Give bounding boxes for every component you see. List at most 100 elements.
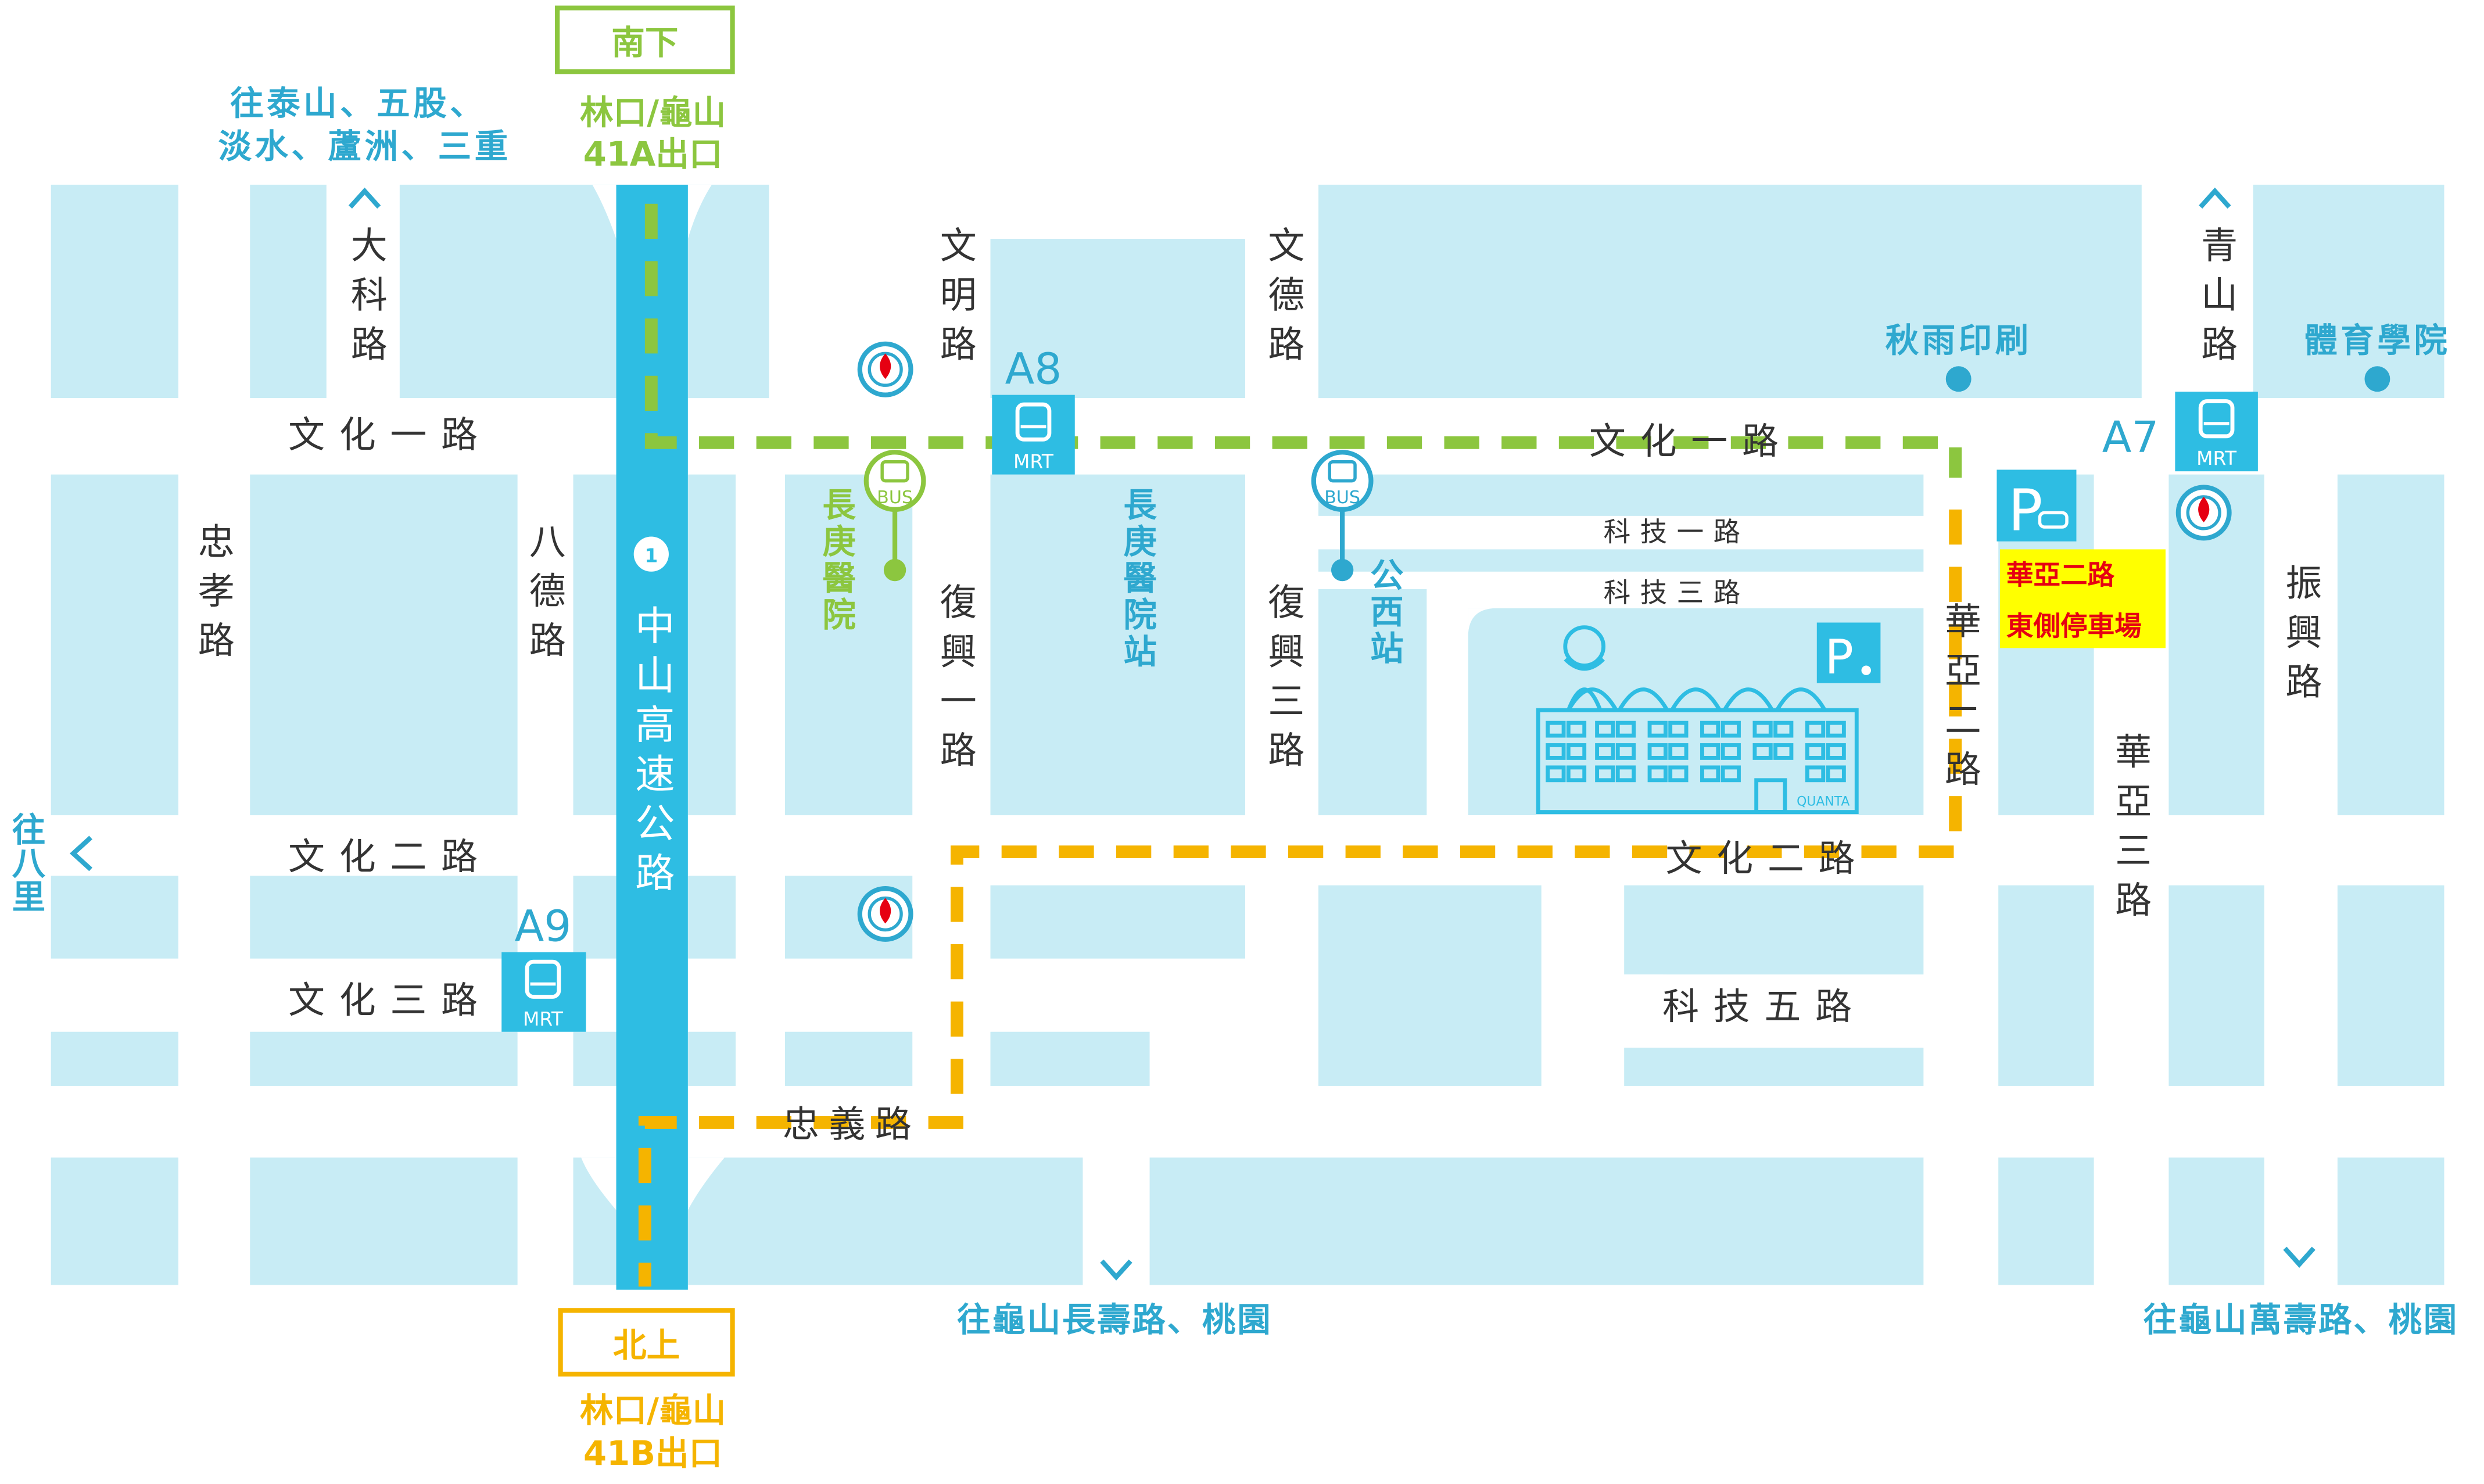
landmarks: 長庚醫院站 秋雨印刷 體育學院 xyxy=(1117,321,2450,671)
bus-stop-changgung: BUS 長庚醫院 xyxy=(816,450,926,634)
highway-name: 中山高速公路 xyxy=(628,605,675,901)
southbound-sign: 南下 林口/龜山 41A出口 xyxy=(555,5,735,174)
block xyxy=(51,184,178,399)
southbound-label: 南下 xyxy=(611,23,678,62)
direction-west: 往八里 xyxy=(6,812,45,912)
train-icon xyxy=(2198,399,2235,439)
emblem-icons xyxy=(857,341,2232,942)
parking-symbol: P xyxy=(1825,630,1854,685)
block xyxy=(2168,1157,2264,1285)
city-blocks xyxy=(51,184,2444,1285)
scooter-icon xyxy=(1861,665,1871,675)
mrt-station-a9: A9 MRT xyxy=(501,902,586,1032)
block xyxy=(1149,1157,1924,1285)
block xyxy=(51,474,178,816)
road-huaya2: 華亞二路 xyxy=(1939,602,1981,800)
bus-label: BUS xyxy=(877,488,913,508)
block xyxy=(1998,885,2094,1086)
road-zhongxiao: 忠孝路 xyxy=(192,522,235,671)
road-zhongyi: 忠義路 xyxy=(783,1103,921,1146)
direction-arrows xyxy=(69,187,2315,1281)
parking-huaya: P 華亞二路 東側停車場 xyxy=(1996,469,2166,648)
northbound-exit-line1: 林口/龜山 xyxy=(580,1391,726,1430)
block xyxy=(250,1157,518,1285)
block xyxy=(687,876,736,959)
windows xyxy=(1546,721,1846,783)
southbound-exit-line2: 41A出口 xyxy=(583,135,723,174)
block xyxy=(785,474,913,816)
landmark-sports-college: 體育學院 xyxy=(2304,321,2450,360)
block xyxy=(990,239,1245,399)
block xyxy=(1624,1048,1924,1086)
block xyxy=(250,474,518,816)
block xyxy=(573,1031,616,1086)
emblem-icon xyxy=(857,341,913,397)
mrt-label: MRT xyxy=(523,1008,564,1030)
road-zhenxing: 振興路 xyxy=(2279,564,2322,712)
block xyxy=(1318,184,2142,399)
emblem-icon xyxy=(2175,485,2232,541)
block xyxy=(2337,474,2444,816)
road-wenhua1-right: 文化一路 xyxy=(1589,420,1793,463)
block xyxy=(1318,589,1427,816)
road-wenhua3: 文化三路 xyxy=(288,979,492,1021)
quanta-building xyxy=(1536,625,1859,815)
road-huaya3: 華亞三路 xyxy=(2109,733,2152,930)
block xyxy=(1318,549,1924,572)
road-keji1: 科技一路 xyxy=(1604,517,1750,548)
block xyxy=(990,885,1245,959)
road-qingshan: 青山路 xyxy=(2195,226,2238,374)
landmark-changgung-station: 長庚醫院站 xyxy=(1117,488,1157,671)
mrt-station-code: A9 xyxy=(515,902,572,952)
parking-huaya-line1: 華亞二路 xyxy=(2006,560,2115,591)
northbound-label: 北上 xyxy=(613,1326,680,1365)
block xyxy=(687,1157,1083,1285)
chevron-down-icon xyxy=(1100,1259,1132,1281)
emblem-icon xyxy=(857,886,913,942)
direction-north-line1: 往泰山、五股、 xyxy=(230,84,486,123)
block xyxy=(51,1031,178,1086)
chevron-down-icon xyxy=(2283,1246,2315,1268)
bus-stop-name: 長庚醫院 xyxy=(816,488,856,634)
road-wenhua2-right: 文化二路 xyxy=(1665,837,1869,880)
block xyxy=(990,474,1245,816)
southbound-exit-line1: 林口/龜山 xyxy=(580,94,726,132)
block xyxy=(399,184,616,399)
train-icon xyxy=(1015,402,1052,442)
bus-label: BUS xyxy=(1324,488,1360,508)
landmark-dot xyxy=(2364,366,2390,392)
mrt-station-code: A7 xyxy=(2102,413,2159,463)
chevron-left-icon xyxy=(69,836,92,872)
building-door xyxy=(1754,778,1787,815)
block xyxy=(990,1031,1150,1086)
direction-labels: 往泰山、五股、 淡水、蘆洲、三重 往八里 往龜山長壽路、桃園 往龜山萬壽路、桃園 xyxy=(6,84,2457,1339)
direction-north-line2: 淡水、蘆洲、三重 xyxy=(218,127,511,166)
block xyxy=(250,1031,518,1086)
road-curves xyxy=(581,184,1669,1210)
block xyxy=(687,474,736,816)
road-fuxing3: 復興三路 xyxy=(1262,583,1304,780)
road-wenhua1-left: 文化一路 xyxy=(288,414,492,456)
road-wenming: 文明路 xyxy=(934,226,977,374)
road-keji3: 科技三路 xyxy=(1604,577,1750,608)
highway-road xyxy=(616,184,688,1290)
road-labels-vertical: 大科路 忠孝路 八德路 文明路 文德路 復興一路 復興三路 華亞二路 華亞三路 … xyxy=(192,226,2322,930)
quanta-logo-text: QUANTA xyxy=(1797,795,1849,809)
block xyxy=(573,876,616,959)
block xyxy=(1998,1157,2094,1285)
bus-stop-gongxi: BUS 公西站 xyxy=(1311,450,1403,667)
block xyxy=(1624,885,1924,975)
parking-highlight xyxy=(1999,549,2166,648)
road-keji5: 科技五路 xyxy=(1662,985,1866,1028)
block xyxy=(2337,1157,2444,1285)
mrt-station-code: A8 xyxy=(1005,344,1062,394)
block xyxy=(2168,885,2264,1086)
direction-south-center: 往龜山長壽路、桃園 xyxy=(957,1300,1272,1339)
chevron-up-icon xyxy=(348,187,381,209)
block xyxy=(687,1031,736,1086)
northbound-exit-line2: 41B出口 xyxy=(583,1434,722,1473)
car-icon xyxy=(2038,511,2069,529)
road-daike: 大科路 xyxy=(345,226,388,374)
road-wenhua2-left: 文化二路 xyxy=(288,836,492,878)
